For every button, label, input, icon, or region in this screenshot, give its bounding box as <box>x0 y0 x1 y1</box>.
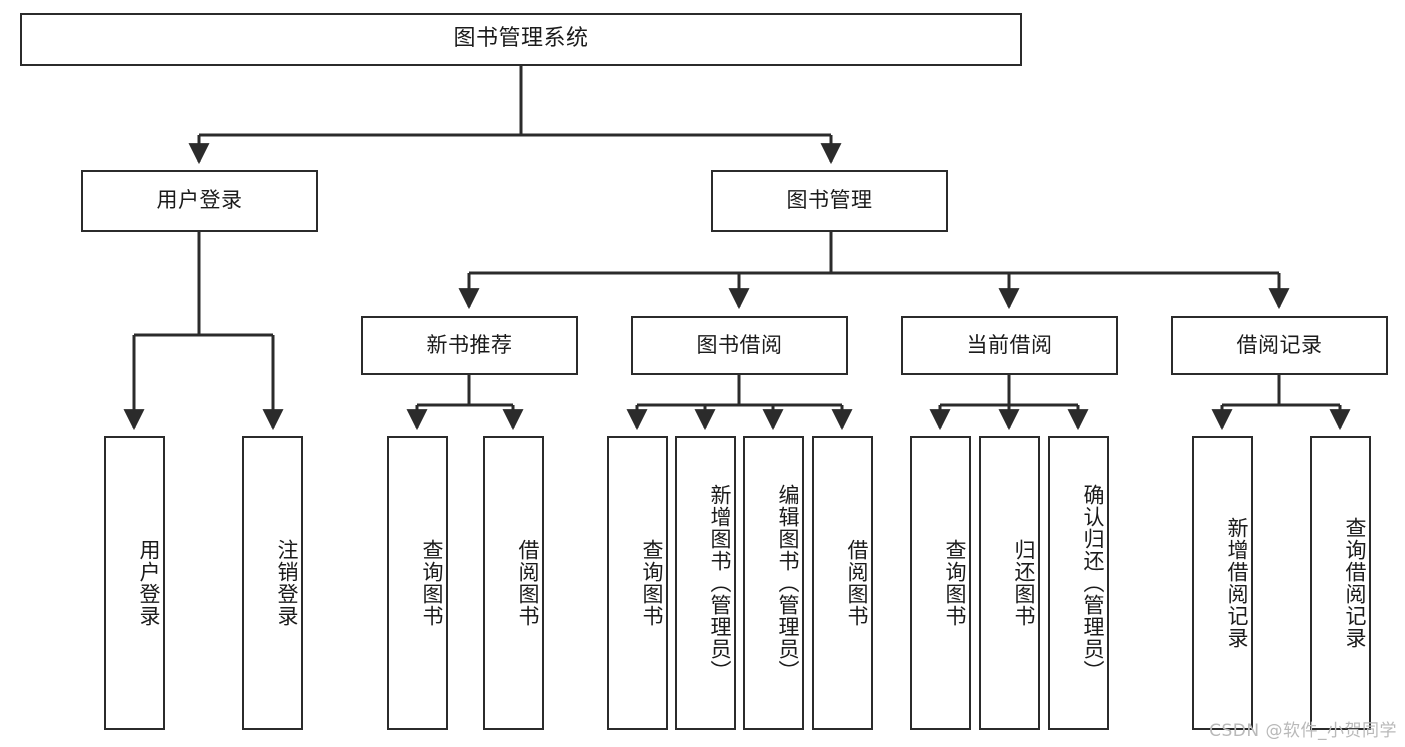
node-leaf-user-logout-label: 注销登录 <box>275 539 299 627</box>
node-new-book-recommend[interactable]: 新书推荐 <box>361 316 578 375</box>
node-book-borrow[interactable]: 图书借阅 <box>631 316 848 375</box>
node-leaf-query-book-1[interactable]: 查询图书 <box>387 436 448 730</box>
node-borrow-record-label: 借阅记录 <box>1236 332 1323 357</box>
node-leaf-borrow-book-2-label: 借阅图书 <box>845 539 869 627</box>
node-leaf-add-book-label: 新增图书（管理员） <box>708 484 732 682</box>
node-leaf-query-book-3[interactable]: 查询图书 <box>910 436 971 730</box>
node-root[interactable]: 图书管理系统 <box>20 13 1022 66</box>
watermark: CSDN @软件_小贺同学 <box>1209 721 1397 741</box>
node-leaf-return-book-label: 归还图书 <box>1012 539 1036 627</box>
node-book-manage-label: 图书管理 <box>786 188 873 213</box>
node-leaf-query-book-1-label: 查询图书 <box>420 539 444 627</box>
node-leaf-borrow-book-1[interactable]: 借阅图书 <box>483 436 544 730</box>
node-root-label: 图书管理系统 <box>453 26 589 52</box>
node-book-borrow-label: 图书借阅 <box>696 332 783 357</box>
node-book-manage[interactable]: 图书管理 <box>711 170 948 232</box>
node-new-book-recommend-label: 新书推荐 <box>426 332 513 357</box>
node-leaf-query-record-label: 查询借阅记录 <box>1343 517 1367 649</box>
node-leaf-user-logout[interactable]: 注销登录 <box>242 436 303 730</box>
node-leaf-confirm-return-label: 确认归还（管理员） <box>1081 484 1105 682</box>
node-leaf-return-book[interactable]: 归还图书 <box>979 436 1040 730</box>
node-leaf-add-record-label: 新增借阅记录 <box>1225 517 1249 649</box>
node-leaf-query-record[interactable]: 查询借阅记录 <box>1310 436 1371 730</box>
node-user-login[interactable]: 用户登录 <box>81 170 318 232</box>
node-leaf-query-book-2-label: 查询图书 <box>640 539 664 627</box>
node-leaf-add-record[interactable]: 新增借阅记录 <box>1192 436 1253 730</box>
node-leaf-query-book-3-label: 查询图书 <box>943 539 967 627</box>
node-borrow-record[interactable]: 借阅记录 <box>1171 316 1388 375</box>
node-leaf-edit-book[interactable]: 编辑图书（管理员） <box>743 436 804 730</box>
node-leaf-borrow-book-1-label: 借阅图书 <box>516 539 540 627</box>
node-leaf-edit-book-label: 编辑图书（管理员） <box>776 484 800 682</box>
node-leaf-add-book[interactable]: 新增图书（管理员） <box>675 436 736 730</box>
node-user-login-label: 用户登录 <box>156 188 243 213</box>
node-leaf-user-login-label: 用户登录 <box>137 539 161 627</box>
node-current-borrow-label: 当前借阅 <box>966 332 1053 357</box>
node-leaf-query-book-2[interactable]: 查询图书 <box>607 436 668 730</box>
node-leaf-user-login[interactable]: 用户登录 <box>104 436 165 730</box>
node-current-borrow[interactable]: 当前借阅 <box>901 316 1118 375</box>
node-leaf-confirm-return[interactable]: 确认归还（管理员） <box>1048 436 1109 730</box>
node-leaf-borrow-book-2[interactable]: 借阅图书 <box>812 436 873 730</box>
